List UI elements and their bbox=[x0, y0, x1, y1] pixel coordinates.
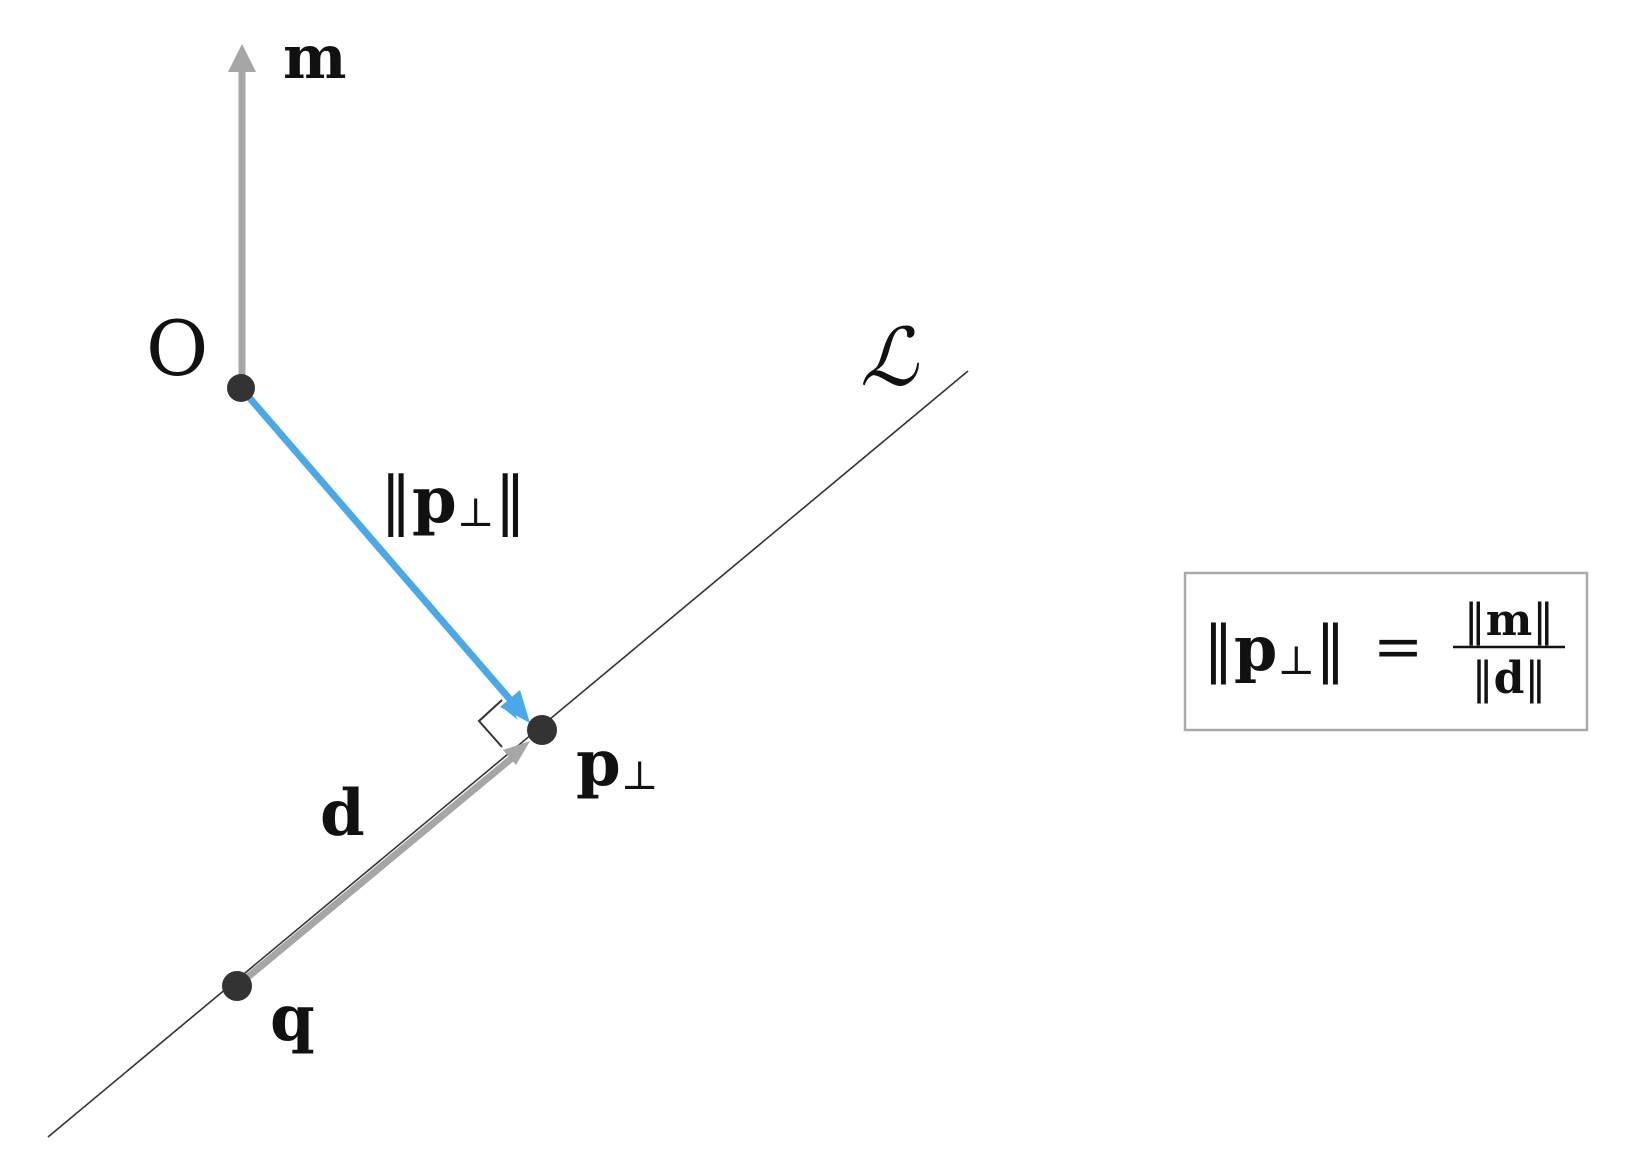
formula-lhs-open: ‖ bbox=[1203, 612, 1234, 685]
q-label: q bbox=[270, 981, 315, 1056]
perp-norm-open: ‖ bbox=[380, 464, 412, 538]
perp-norm-close: ‖ bbox=[494, 464, 526, 538]
formula-den-d: d bbox=[1494, 653, 1525, 704]
formula-equals: = bbox=[1373, 612, 1423, 682]
d-vector-arrowhead bbox=[503, 741, 530, 765]
p-perp-vector-arrowhead-fill bbox=[500, 690, 530, 723]
origin-point bbox=[227, 374, 255, 402]
formula-num-m: m bbox=[1486, 595, 1533, 646]
formula-denominator: ‖d‖ bbox=[1472, 653, 1547, 704]
p-perp-label: p⊥ bbox=[576, 726, 658, 801]
p-perp-point bbox=[527, 715, 557, 745]
formula-lhs-sub: ⊥ bbox=[1277, 638, 1315, 684]
p-perp-sub: ⊥ bbox=[621, 753, 659, 799]
formula-den-open: ‖ bbox=[1472, 653, 1494, 704]
formula-box bbox=[1183, 571, 1589, 732]
p-perp-vector bbox=[238, 385, 523, 714]
right-angle-mark bbox=[477, 699, 503, 748]
perp-norm-p: p bbox=[412, 463, 457, 538]
p-perp-p: p bbox=[576, 726, 621, 801]
perp-norm-label: ‖p⊥‖ bbox=[380, 463, 526, 538]
formula-lhs: ‖p⊥‖ bbox=[1203, 612, 1346, 685]
formula-num-open: ‖ bbox=[1464, 595, 1486, 646]
d-vector bbox=[234, 750, 521, 989]
m-vector-arrowhead bbox=[228, 44, 256, 72]
perp-norm-sub: ⊥ bbox=[457, 490, 495, 536]
q-point bbox=[222, 971, 252, 1001]
origin-label: O bbox=[146, 304, 208, 393]
formula-den-close: ‖ bbox=[1524, 653, 1546, 704]
formula-numerator: ‖m‖ bbox=[1464, 595, 1555, 646]
m-label: m bbox=[283, 23, 347, 93]
formula-lhs-p: p bbox=[1234, 612, 1277, 685]
d-label: d bbox=[320, 776, 365, 851]
formula-num-close: ‖ bbox=[1532, 595, 1554, 646]
formula-lhs-close: ‖ bbox=[1315, 612, 1346, 685]
line-label: ℒ bbox=[860, 311, 919, 404]
